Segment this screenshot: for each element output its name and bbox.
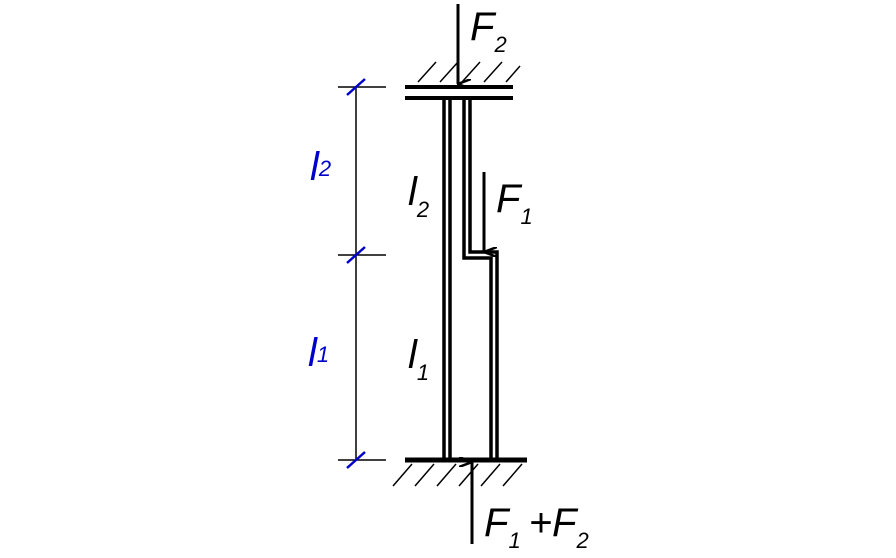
reaction-force-label: F1+F2 [484,501,589,553]
dimension-label-lower: l1 [308,331,329,375]
dimension-tick-middle [346,246,366,264]
column-body [442,98,499,460]
dimension-label-upper: l2 [310,145,331,189]
segment-label-lower: l1 [408,333,429,385]
top-support-hatching [417,61,521,83]
force-f1-label: F1 [496,177,533,229]
dimension-tick-top [346,78,366,96]
segment-label-upper: l2 [408,170,429,222]
dimension-tick-bottom [346,451,366,469]
dimension-ticks [346,78,366,469]
force-f2-label: F2 [470,5,507,57]
bottom-support-hatching [392,463,523,487]
dimension-line [338,86,386,461]
top-support-plate [405,85,513,100]
